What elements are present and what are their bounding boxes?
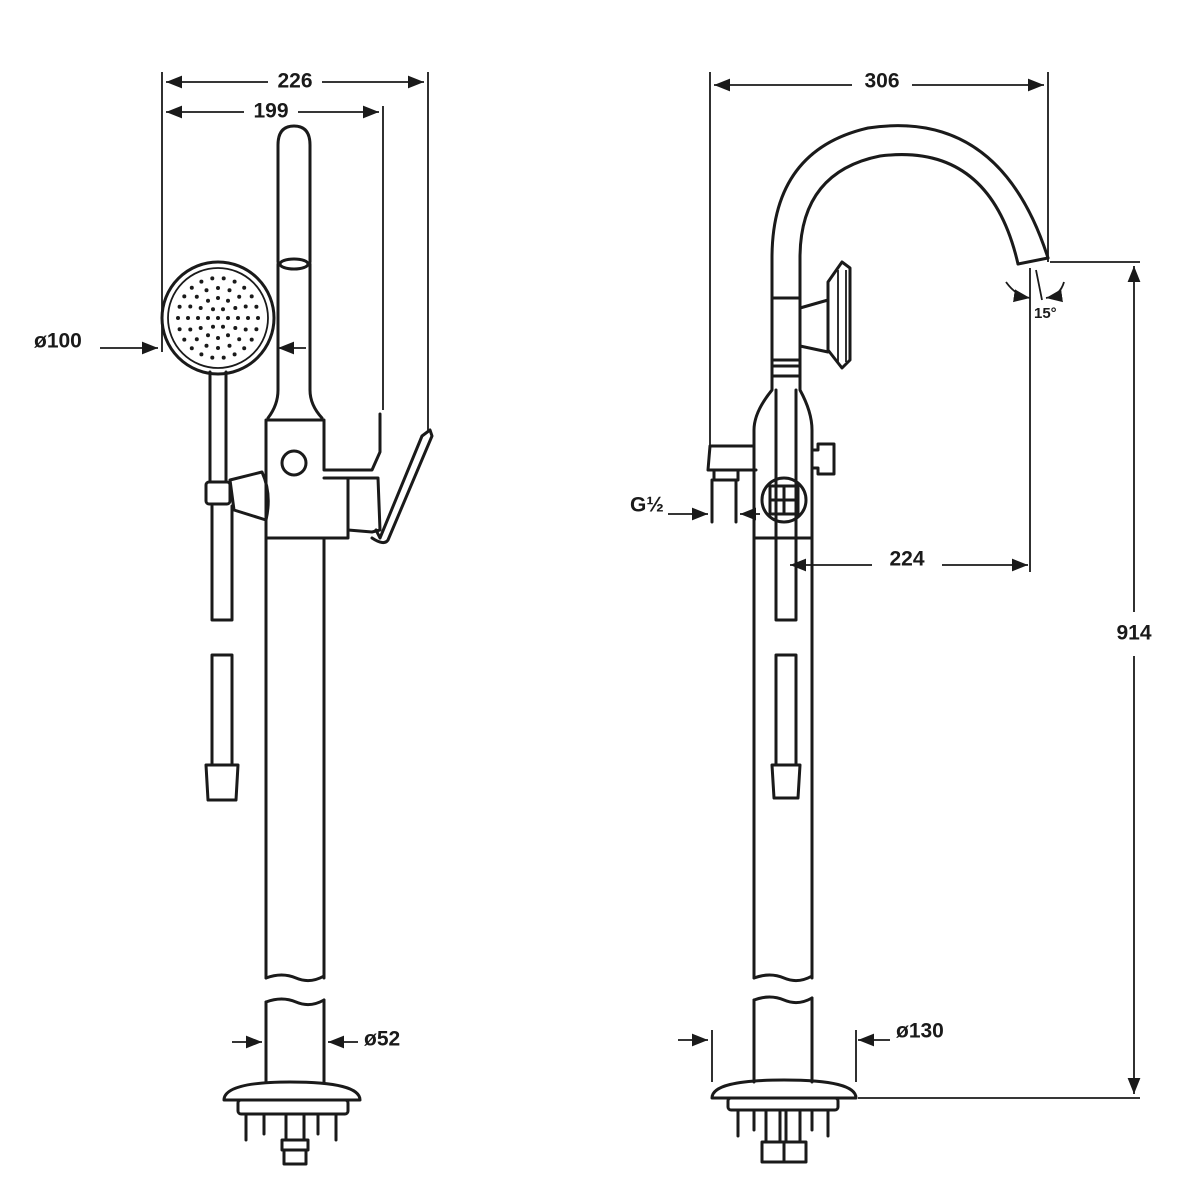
spray-hole — [210, 276, 215, 281]
dimension-306: 306 — [714, 70, 1044, 93]
front-column — [752, 536, 814, 1084]
spray-hole — [256, 316, 260, 320]
spray-hole — [226, 316, 230, 320]
spray-hole — [254, 327, 259, 332]
spray-hole — [243, 304, 248, 309]
spray-hole — [221, 307, 225, 312]
dimension-224: 224 — [790, 268, 1031, 572]
spray-hole — [221, 276, 226, 281]
spray-hole — [189, 346, 194, 351]
dimension-914: 914 — [1116, 266, 1152, 1094]
spray-hole — [194, 337, 199, 342]
spray-hole — [216, 336, 220, 340]
spray-hole — [177, 327, 182, 332]
spray-hole — [176, 316, 180, 320]
hand-shower-front — [770, 260, 852, 370]
side-view: 226 199 ø100 — [34, 70, 434, 1166]
dimension-diameter-130: ø130 — [678, 1020, 944, 1082]
front-view: 306 15° — [630, 70, 1152, 1164]
spray-hole — [243, 327, 248, 332]
spray-hole — [232, 352, 237, 357]
spray-hole — [188, 327, 193, 332]
spray-hole — [216, 296, 220, 300]
spray-hole — [189, 285, 194, 290]
spray-hole — [177, 304, 182, 309]
spray-hole — [246, 316, 250, 320]
spray-hole — [233, 306, 238, 310]
spray-hole — [186, 316, 190, 320]
spray-hole — [227, 343, 232, 348]
spray-hole — [194, 294, 199, 299]
hand-shower-head — [160, 260, 276, 376]
spray-hole — [199, 279, 204, 284]
spray-hole — [233, 326, 238, 330]
spray-hole — [196, 316, 200, 320]
dimension-label-diameter-130: ø130 — [896, 1020, 944, 1043]
spray-hole — [226, 333, 230, 338]
spray-hole — [211, 324, 215, 329]
spray-hole — [242, 285, 247, 290]
front-mixer-body — [706, 358, 836, 622]
spray-hole — [206, 333, 210, 338]
spray-hole — [254, 304, 259, 309]
spray-hole — [232, 279, 237, 284]
dimension-label-diameter-52: ø52 — [364, 1028, 400, 1051]
spray-hole — [242, 346, 247, 351]
spray-hole — [182, 294, 187, 299]
spray-hole — [206, 298, 210, 303]
dimension-226: 226 — [166, 70, 424, 93]
dimension-label-914: 914 — [1116, 622, 1151, 645]
dimension-199: 199 — [166, 100, 379, 123]
holder-bracket — [228, 470, 270, 522]
dimension-inlet-thread: G½ — [630, 494, 760, 521]
dimension-diameter-100: ø100 — [34, 330, 306, 355]
dimension-label-224: 224 — [889, 548, 924, 571]
spray-hole — [216, 316, 220, 320]
main-column — [264, 536, 326, 1084]
spray-hole — [216, 286, 220, 290]
mixer-body — [264, 412, 382, 540]
spray-hole — [198, 306, 203, 310]
spray-hole — [227, 288, 232, 293]
dimension-label-diameter-100: ø100 — [34, 330, 82, 353]
spray-hole — [206, 316, 210, 320]
front-base-plate — [710, 1078, 858, 1164]
spray-hole — [188, 304, 193, 309]
spray-hole — [211, 307, 215, 312]
spray-hole — [210, 355, 215, 360]
spray-hole — [198, 326, 203, 330]
dimension-label-226: 226 — [277, 70, 312, 93]
spray-hole — [237, 337, 242, 342]
angle-label: 15° — [1034, 305, 1057, 322]
spray-hole — [204, 343, 209, 348]
spray-hole — [249, 294, 254, 299]
spray-hole — [236, 316, 240, 320]
spray-hole — [204, 288, 209, 293]
spray-hole — [249, 337, 254, 342]
spray-hole — [216, 346, 220, 350]
spray-hole — [221, 324, 225, 329]
hand-shower-hose — [204, 370, 240, 802]
spray-hole — [182, 337, 187, 342]
dimension-diameter-52: ø52 — [232, 1028, 400, 1051]
dimension-label-306: 306 — [864, 70, 899, 93]
upper-tube — [266, 124, 324, 420]
spray-hole — [226, 298, 230, 303]
spray-hole — [199, 352, 204, 357]
spray-hole — [237, 294, 242, 299]
dimension-label-199: 199 — [253, 100, 288, 123]
base-plate — [222, 1080, 362, 1166]
spout-angle: 15° — [1005, 269, 1065, 322]
dimension-label-inlet-thread: G½ — [630, 494, 664, 517]
spray-hole — [221, 355, 226, 360]
spout — [770, 124, 1050, 302]
lever-handle — [370, 428, 434, 545]
